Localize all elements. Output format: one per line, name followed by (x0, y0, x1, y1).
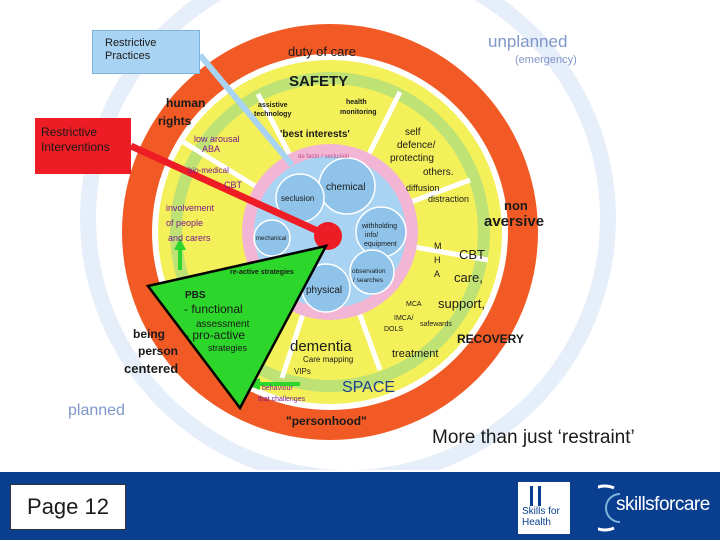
assistive-label-2: technology (254, 111, 291, 118)
chemical-label: chemical (326, 182, 365, 193)
duty-of-care-label: duty of care (288, 44, 356, 59)
non-label: non (504, 198, 528, 213)
skills-for-health-logo-line-2: Health (522, 517, 551, 528)
restrictive-practices-line-1: Restrictive (105, 37, 157, 49)
centered-label: centered (124, 361, 178, 376)
self-defence-label-4: others. (423, 167, 454, 178)
de-facto-label: de facto / seclusion (298, 154, 349, 160)
involvement-label-1: involvement (166, 203, 215, 213)
physical-label: physical (306, 285, 342, 296)
health-label-1: health (346, 99, 367, 106)
support-label: support, (438, 296, 485, 311)
restrictive-practices-line-2: Practices (105, 50, 151, 62)
dols-label: DOLS (384, 326, 403, 333)
withholding-bubble (355, 206, 407, 258)
imca-label: IMCA/ (394, 315, 414, 322)
human-rights-label-2: rights (158, 114, 192, 128)
cbt-left-label: CBT (224, 180, 243, 190)
mechanical-label: mechanical (256, 236, 286, 242)
involvement-label-2: of people (166, 218, 203, 228)
reactive-strategies-label: re-active strategies (230, 269, 294, 276)
mha-a-label: A (434, 269, 440, 279)
recovery-label: RECOVERY (457, 332, 524, 346)
page-number: Page 12 (10, 484, 126, 530)
skills-for-care-logo: skillsforcare (581, 480, 710, 536)
mechanical-bubble (253, 219, 291, 257)
observation-bubble (349, 249, 395, 295)
mha-m-label: M (434, 241, 442, 251)
pbs-line-5: strategies (208, 343, 248, 353)
care-label: care, (454, 270, 483, 285)
behaviour-label-2: that challenges (258, 396, 306, 403)
skills-for-care-logo-text: skillsforcare (616, 494, 710, 515)
unplanned-label: unplanned (488, 32, 567, 51)
restrictive-practices-box: Restrictive Practices (92, 30, 200, 74)
care-mapping-label: Care mapping (303, 355, 353, 364)
practices-connector (197, 53, 295, 167)
diffusion-label: diffusion (406, 183, 439, 193)
observation-label-1: observation (352, 268, 386, 275)
low-arousal-label-2: ABA (202, 144, 220, 154)
restrictive-interventions-line-2: Interventions (41, 140, 110, 154)
person-label: person (138, 344, 178, 358)
withholding-label-2: info/ (365, 232, 378, 239)
human-rights-label-1: human (166, 96, 205, 110)
emergency-label: (emergency) (515, 54, 577, 66)
pbs-line-2: - functional (184, 302, 243, 316)
best-interests-label: 'best interests' (280, 129, 350, 140)
centre-point (314, 222, 342, 250)
self-defence-label-1: self (405, 127, 421, 138)
safewards-label: safewards (420, 321, 452, 328)
skills-for-health-logo-line-1: Skills for (522, 506, 560, 517)
restrictive-interventions-line-1: Restrictive (41, 125, 98, 139)
mca-label: MCA (406, 301, 422, 308)
safety-label: SAFETY (289, 73, 348, 90)
cbt-right-label: CBT (459, 247, 485, 262)
vips-label: VIPs (294, 367, 311, 376)
skills-for-health-logo: Skills for Health (518, 482, 570, 534)
left-arrow (174, 238, 186, 270)
assistive-label-1: assistive (258, 102, 288, 109)
distraction-label: distraction (428, 194, 469, 204)
pbs-line-4: - pro-active (185, 328, 245, 342)
health-label-2: monitoring (340, 109, 377, 116)
restraint-wheel-diagram: unplanned (emergency) planned duty of ca… (68, 0, 616, 470)
space-label: SPACE (342, 379, 395, 396)
treatment-label: treatment (392, 348, 438, 360)
self-defence-label-3: protecting (390, 153, 434, 164)
personhood-label: "personhood" (286, 414, 367, 428)
bottom-arrow (244, 378, 300, 390)
behaviour-label-1: behaviour (262, 385, 293, 392)
planned-label: planned (68, 402, 125, 419)
observation-label-2: / searches (353, 277, 384, 284)
withholding-label-1: withholding (361, 223, 397, 230)
involvement-label-3: and carers (168, 233, 211, 243)
seclusion-label: seclusion (281, 194, 314, 203)
restrictive-interventions-box: Restrictive Interventions (35, 118, 131, 174)
being-label: being (133, 327, 165, 341)
self-defence-label-2: defence/ (397, 140, 436, 151)
pbs-line-1: PBS (185, 290, 206, 301)
low-arousal-label-1: low arousal (194, 134, 240, 144)
withholding-label-3: equipment (364, 241, 397, 248)
bio-medical-label: bio-medical (188, 166, 229, 175)
pbs-triangle (145, 244, 329, 411)
dementia-label: dementia (290, 338, 352, 355)
pbs-line-3: assessment (196, 319, 250, 330)
interventions-connector (129, 142, 322, 236)
slide-caption: More than just ‘restraint’ (432, 427, 635, 448)
aversive-label: aversive (484, 213, 544, 230)
mha-h-label: H (434, 255, 441, 265)
